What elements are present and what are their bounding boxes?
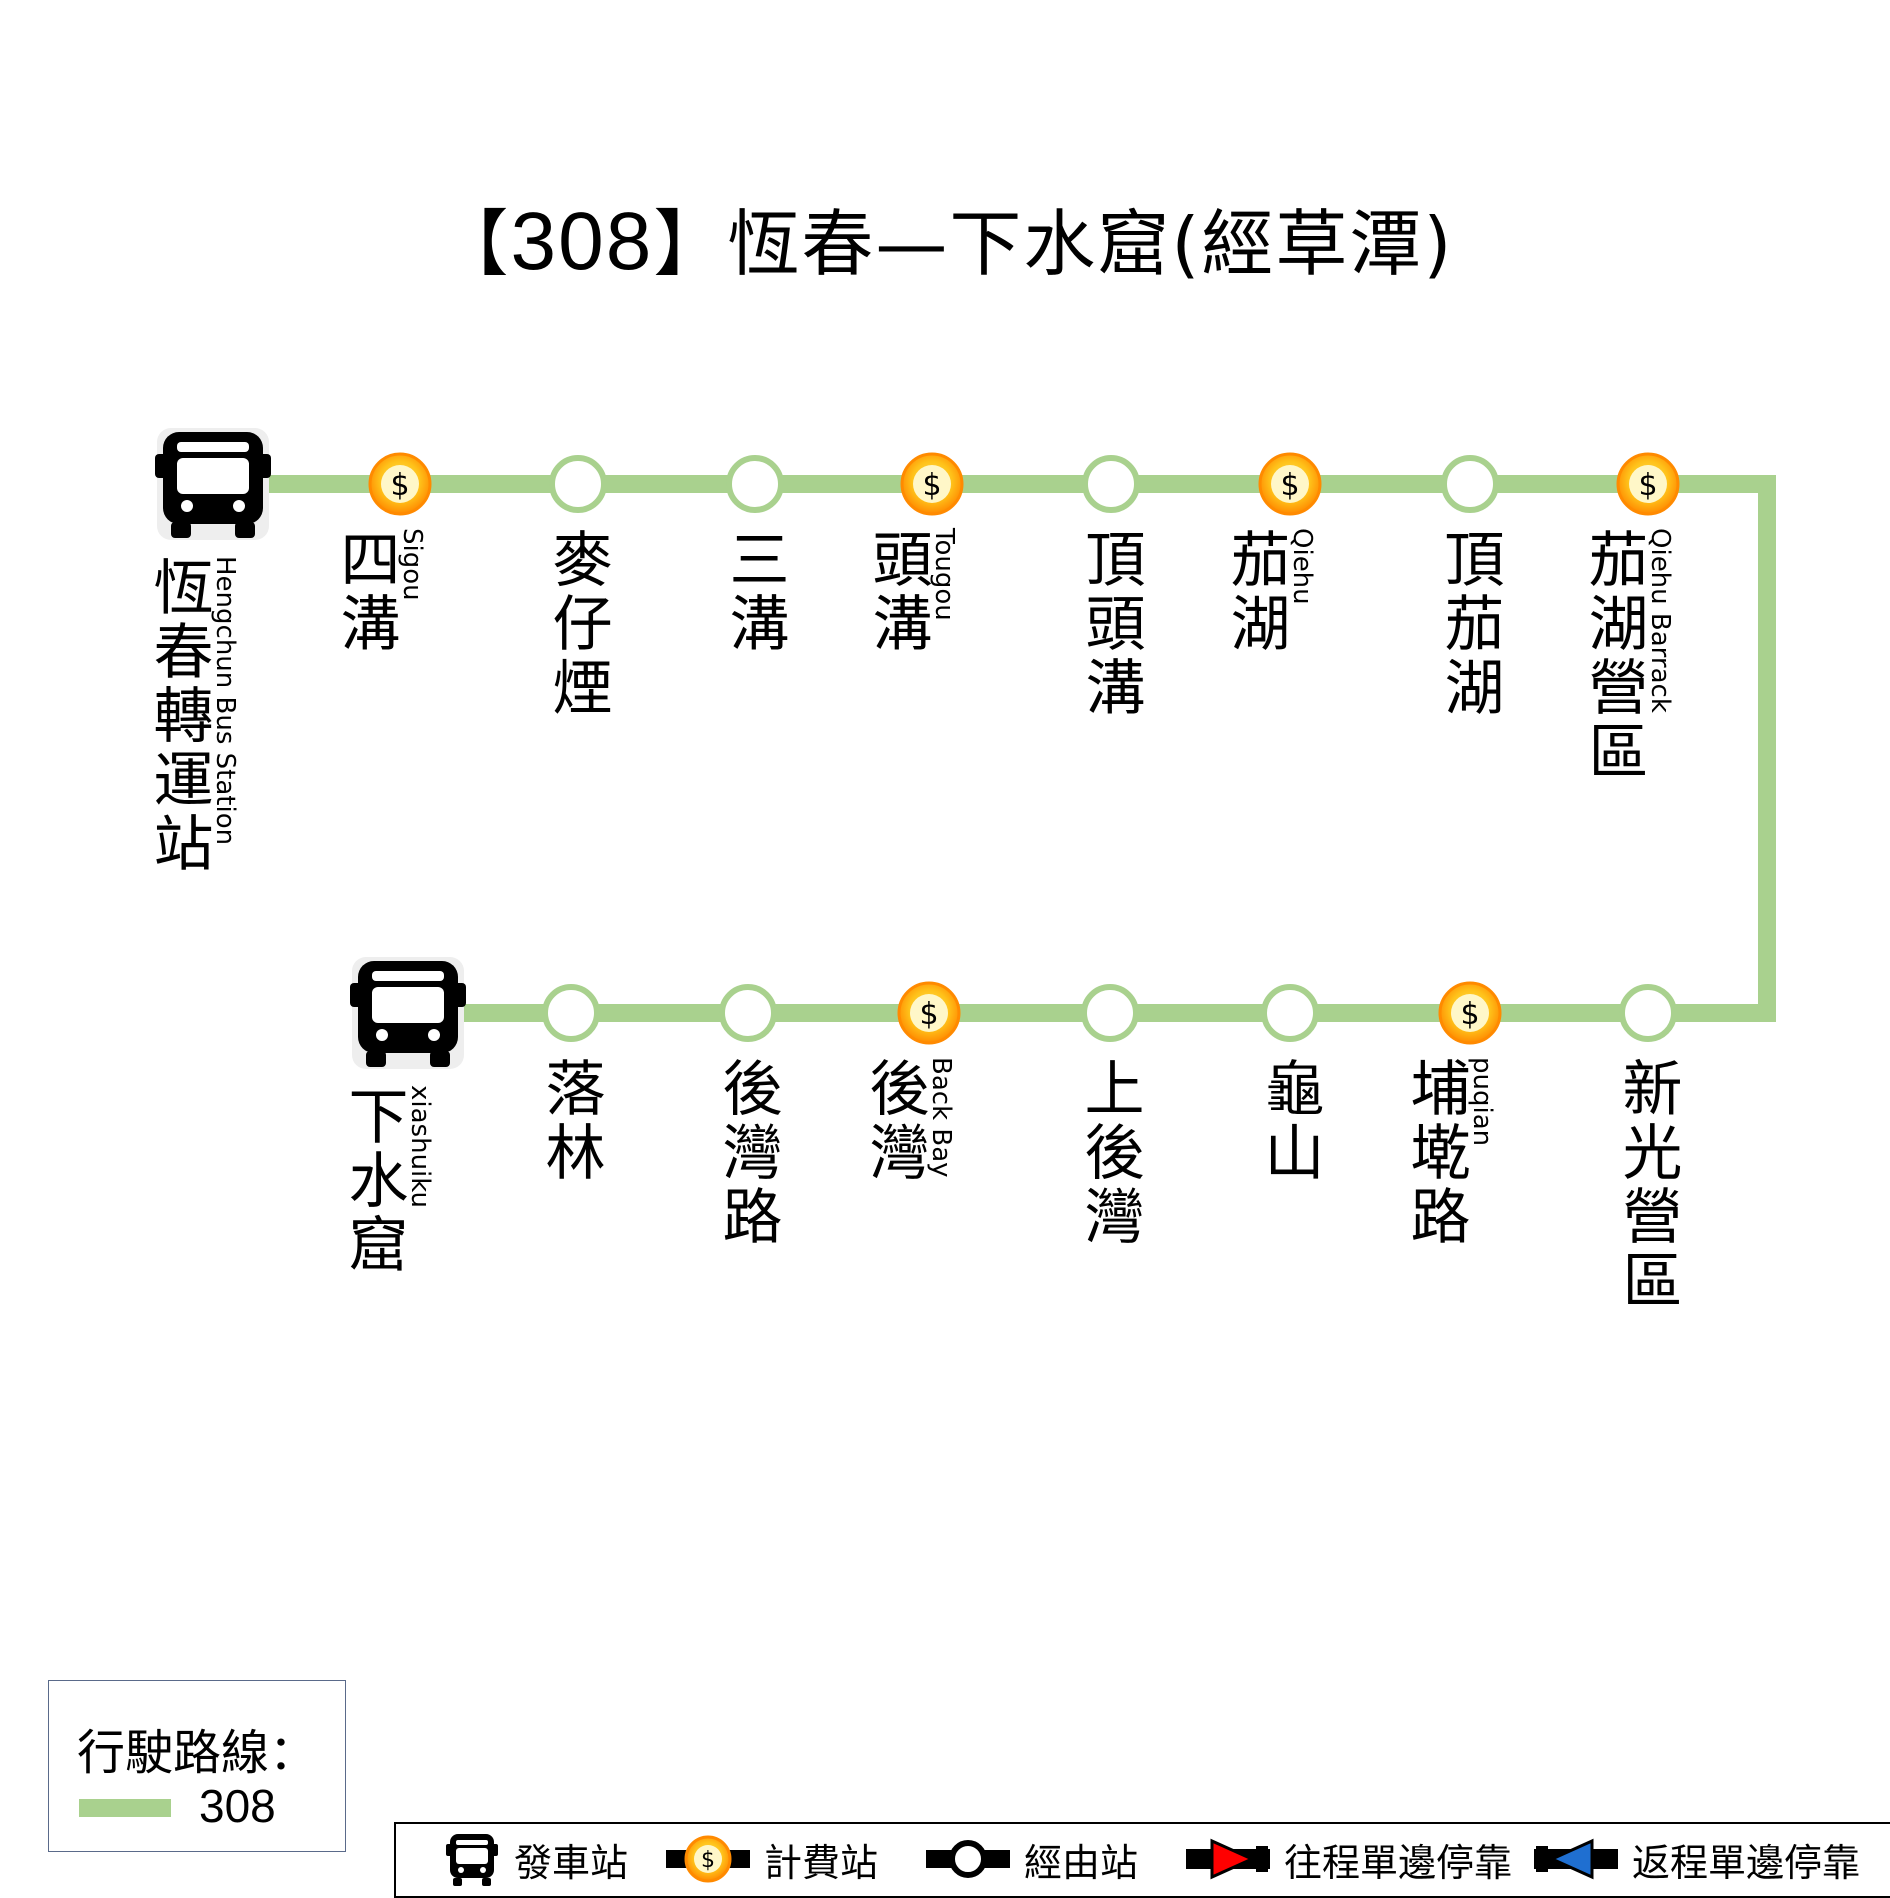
key-fare: $ 計費站: [666, 1830, 878, 1888]
stop-name-en: Tougou: [929, 528, 959, 621]
key-fare-label: 計費站: [764, 1840, 879, 1885]
key-inbound: 返程單邊停靠: [1534, 1830, 1860, 1888]
title-route-name: 恆春—下水窟(經草潭): [727, 202, 1454, 286]
circle-icon: [1441, 455, 1499, 513]
dollar-coin-icon: $: [1438, 981, 1502, 1045]
stop-name-en: puqian: [1467, 1057, 1497, 1147]
circle-icon: [726, 455, 784, 513]
circle-icon: [1619, 984, 1677, 1042]
key-via: 經由站: [926, 1830, 1138, 1888]
svg-text:$: $: [919, 997, 938, 1032]
key-via-label: 經由站: [1024, 1840, 1139, 1885]
stop-name-zh: 新光營區: [1612, 1057, 1682, 1313]
bus-icon: [350, 957, 466, 1069]
symbol-key: 發車站 $ 計費站 經由站 往程單邊停靠 返程單邊停靠: [394, 1822, 1890, 1898]
stop-name-en: Back Bay: [926, 1057, 956, 1178]
stop-label: 麥仔煙: [542, 528, 727, 720]
stop-name-zh: 下水窟: [338, 1085, 408, 1277]
svg-text:$: $: [1460, 997, 1479, 1032]
circle-icon: [719, 984, 777, 1042]
stop-name-zh: 三溝: [719, 528, 789, 656]
stop-name-en: xiashuiku: [405, 1085, 435, 1209]
circle-icon: [1082, 455, 1140, 513]
title-route-number: 308: [510, 196, 654, 287]
circle-icon: [549, 455, 607, 513]
stop-label: 龜山: [1254, 1057, 1379, 1185]
stop-name-zh: 頂頭溝: [1075, 528, 1145, 720]
blue-arrow-icon: [1534, 1838, 1618, 1880]
stop-name-en: Hengchun Bus Station: [210, 556, 240, 846]
stop-name-zh: 後灣: [859, 1057, 929, 1185]
stop-name-en: Qiehu: [1287, 528, 1317, 605]
stop-name-zh: 後灣路: [712, 1057, 782, 1249]
stop-label: 上後灣: [1074, 1057, 1259, 1249]
title-bracket-close: 】: [653, 202, 728, 286]
svg-text:$: $: [1638, 468, 1657, 503]
svg-text:$: $: [922, 468, 941, 503]
dollar-coin-icon: $: [1616, 452, 1680, 516]
legend-title: 行駛路線：: [77, 1725, 318, 1781]
circle-icon: [1261, 984, 1319, 1042]
svg-text:$: $: [1280, 468, 1299, 503]
stop-name-zh: 龜山: [1254, 1057, 1324, 1185]
stop-label: 新光營區: [1612, 1057, 1857, 1313]
key-terminal-label: 發車站: [514, 1840, 629, 1885]
stop-name-zh: 上後灣: [1074, 1057, 1144, 1249]
legend-swatch: [79, 1799, 171, 1817]
stop-name-zh: 埔墘路: [1400, 1057, 1470, 1249]
bus-icon: [446, 1834, 498, 1886]
stop-label: 三溝: [719, 528, 844, 656]
svg-text:$: $: [701, 1848, 715, 1873]
stop-name-zh: 四溝: [330, 528, 400, 656]
stop-name-en: Sigou: [397, 528, 427, 601]
stop-name-zh: 頂茄湖: [1434, 528, 1504, 720]
dollar-coin-icon: $: [1258, 452, 1322, 516]
dollar-coin-icon: $: [666, 1835, 750, 1883]
circle-icon: [926, 1840, 1010, 1878]
stop-label: 頂頭溝: [1075, 528, 1260, 720]
stop-label: 落林: [535, 1057, 660, 1185]
stop-name-zh: 頭溝: [862, 528, 932, 656]
dollar-coin-icon: $: [900, 452, 964, 516]
stop-name-zh: 恆春轉運站: [143, 556, 213, 876]
legend-route-number: 308: [199, 1780, 276, 1832]
red-arrow-icon: [1186, 1838, 1270, 1880]
key-inbound-label: 返程單邊停靠: [1632, 1840, 1861, 1885]
dollar-coin-icon: $: [897, 981, 961, 1045]
stop-markers: $ $ $ $ $ $: [155, 428, 1680, 1069]
key-outbound-label: 往程單邊停靠: [1284, 1840, 1513, 1885]
circle-icon: [1081, 984, 1139, 1042]
route-legend: 行駛路線： 308: [48, 1680, 346, 1852]
stop-name-zh: 麥仔煙: [542, 528, 612, 720]
route-title: 【308】恆春—下水窟(經草潭): [0, 185, 1890, 290]
stop-label: 頂茄湖: [1434, 528, 1619, 720]
stop-name-zh: 落林: [535, 1057, 605, 1185]
stop-name-zh: 茄湖: [1220, 528, 1290, 656]
bus-icon: [155, 428, 271, 540]
dollar-coin-icon: $: [368, 452, 432, 516]
title-bracket-open: 【: [436, 202, 511, 286]
stop-name-en: Qiehu Barrack: [1645, 528, 1675, 713]
svg-text:$: $: [390, 468, 409, 503]
circle-icon: [542, 984, 600, 1042]
key-terminal: 發車站: [444, 1830, 628, 1888]
stop-label: 後灣路: [712, 1057, 897, 1249]
stop-name-zh: 茄湖營區: [1578, 528, 1648, 784]
key-outbound: 往程單邊停靠: [1186, 1830, 1512, 1888]
